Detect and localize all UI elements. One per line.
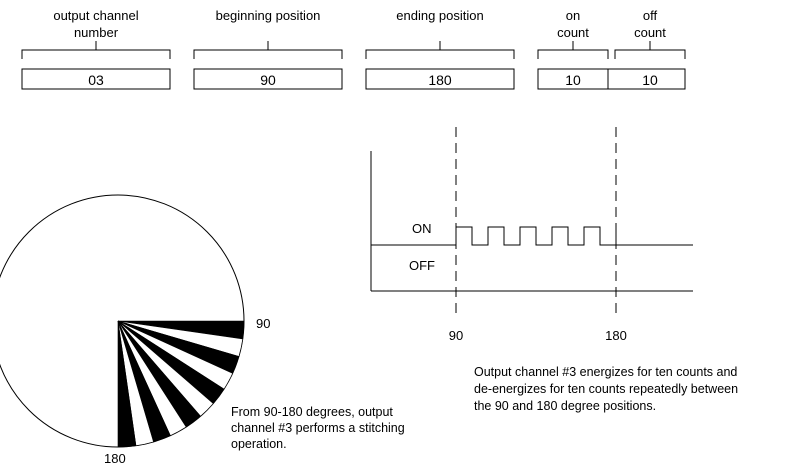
- field-box: [193, 68, 343, 90]
- field-off-count: [607, 41, 686, 90]
- field-values: 03 90 180 10 10: [88, 72, 658, 88]
- dial-start-label: 90: [256, 316, 270, 331]
- field-box: [21, 68, 171, 90]
- field-value: 10: [565, 72, 581, 88]
- field-label: beginning position: [216, 8, 321, 23]
- field-labels: output channel number beginning position…: [53, 8, 666, 40]
- field-value: 10: [642, 72, 658, 88]
- timing-end-label: 180: [605, 328, 627, 343]
- field-output-channel: [21, 41, 171, 90]
- off-state-label: OFF: [409, 258, 435, 273]
- field-box: [607, 68, 686, 90]
- field-bracket: [365, 49, 515, 59]
- stripe-wedge-dark: [117, 320, 137, 448]
- field-label: on: [566, 8, 580, 23]
- field-box: [365, 68, 515, 90]
- position-dial: 90 180: [0, 194, 270, 466]
- timing-start-label: 90: [449, 328, 463, 343]
- timing-caption-line: the 90 and 180 degree positions.: [474, 399, 656, 413]
- timing-caption: Output channel #3 energizes for ten coun…: [474, 365, 738, 413]
- field-label: count: [634, 25, 666, 40]
- dial-caption-line: operation.: [231, 437, 287, 451]
- field-bracket: [537, 49, 609, 59]
- parameter-fields: [21, 41, 686, 90]
- timing-diagram: [370, 127, 693, 318]
- field-ending-position: [365, 41, 515, 90]
- field-label: number: [74, 25, 119, 40]
- dial-caption: From 90-180 degrees, output channel #3 p…: [231, 405, 405, 451]
- field-value: 180: [428, 72, 452, 88]
- pulse-train: [455, 226, 617, 246]
- timing-labels: ON OFF 90 180: [409, 221, 627, 343]
- field-label: output channel: [53, 8, 138, 23]
- on-state-label: ON: [412, 221, 432, 236]
- field-label: ending position: [396, 8, 483, 23]
- dial-end-label: 180: [104, 451, 126, 466]
- field-label: count: [557, 25, 589, 40]
- field-bracket: [193, 49, 343, 59]
- timing-caption-line: de-energizes for ten counts repeatedly b…: [474, 382, 738, 396]
- field-label: off: [643, 8, 658, 23]
- stitch-stripes: [117, 320, 245, 448]
- dial-caption-line: From 90-180 degrees, output: [231, 405, 393, 419]
- field-bracket: [21, 49, 171, 59]
- timing-caption-line: Output channel #3 energizes for ten coun…: [474, 365, 737, 379]
- field-value: 03: [88, 72, 104, 88]
- field-value: 90: [260, 72, 276, 88]
- field-bracket: [614, 49, 686, 59]
- dial-caption-line: channel #3 performs a stitching: [231, 421, 405, 435]
- field-beginning-position: [193, 41, 343, 90]
